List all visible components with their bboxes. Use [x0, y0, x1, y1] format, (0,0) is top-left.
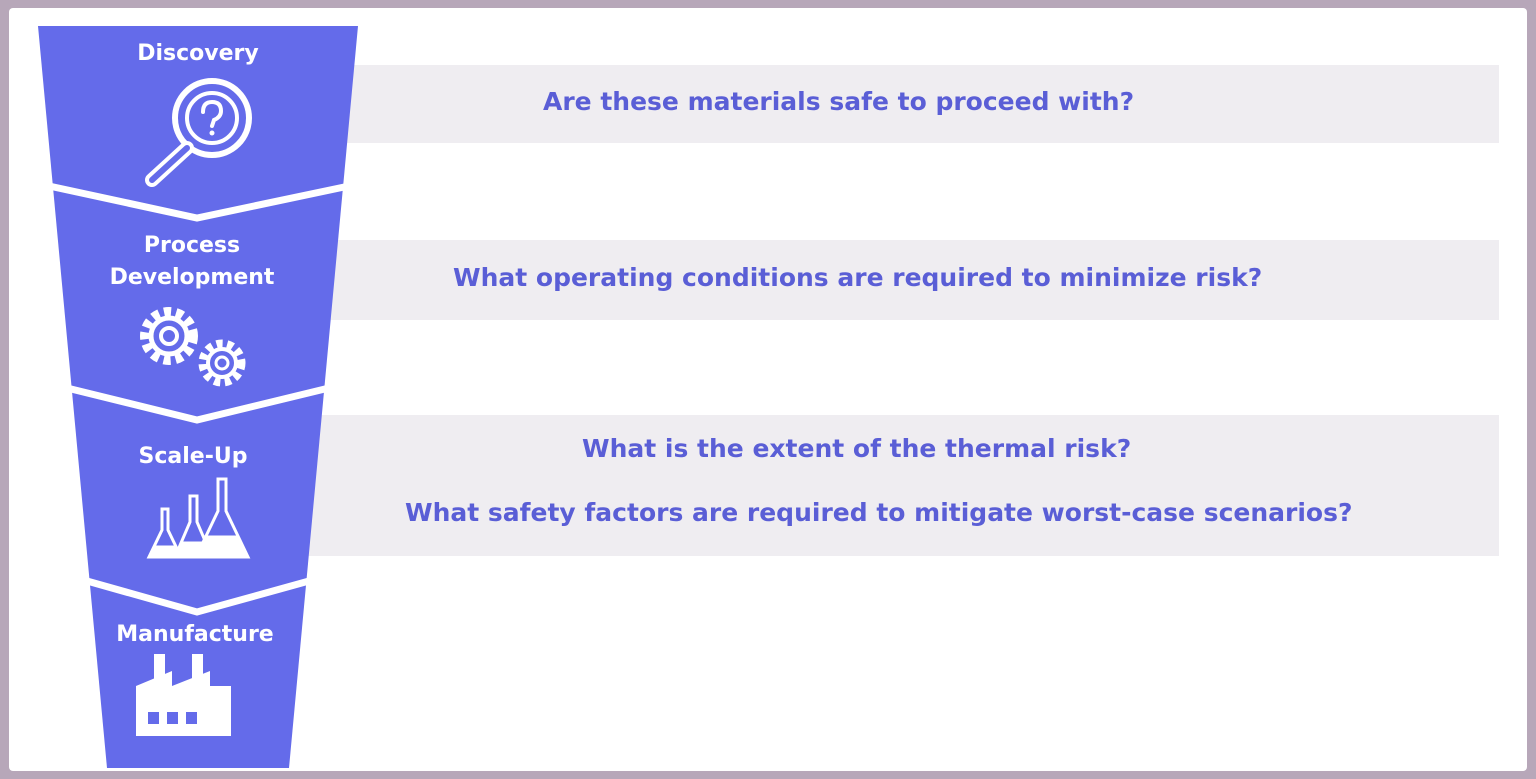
question-process: What operating conditions are required t…: [453, 263, 1263, 292]
stage-label-manufacture: Manufacture: [116, 622, 274, 647]
factory-icon: [136, 654, 231, 736]
flasks-icon: [146, 477, 251, 559]
question-band-process: [324, 240, 1499, 320]
stage-label-scale-up: Scale-Up: [138, 444, 248, 469]
stage-label-discovery: Discovery: [137, 41, 259, 66]
diagram-frame: Are these materials safe to proceed with…: [9, 8, 1527, 771]
magnifier-question-icon: [145, 78, 252, 187]
gears-icon: [140, 307, 246, 387]
question-safety-factors: What safety factors are required to miti…: [405, 498, 1353, 527]
question-band-scaleup: [299, 415, 1499, 556]
stage-separator: [86, 577, 310, 616]
stage-label-process-development: Process Development: [109, 233, 275, 290]
question-band-discovery: [339, 65, 1499, 143]
question-discovery: Are these materials safe to proceed with…: [543, 87, 1135, 116]
stage-funnel: [38, 26, 358, 768]
stage-separator: [48, 182, 350, 222]
stage-separator: [66, 384, 330, 424]
funnel-body: [38, 26, 358, 768]
question-thermal-risk: What is the extent of the thermal risk?: [582, 434, 1132, 463]
